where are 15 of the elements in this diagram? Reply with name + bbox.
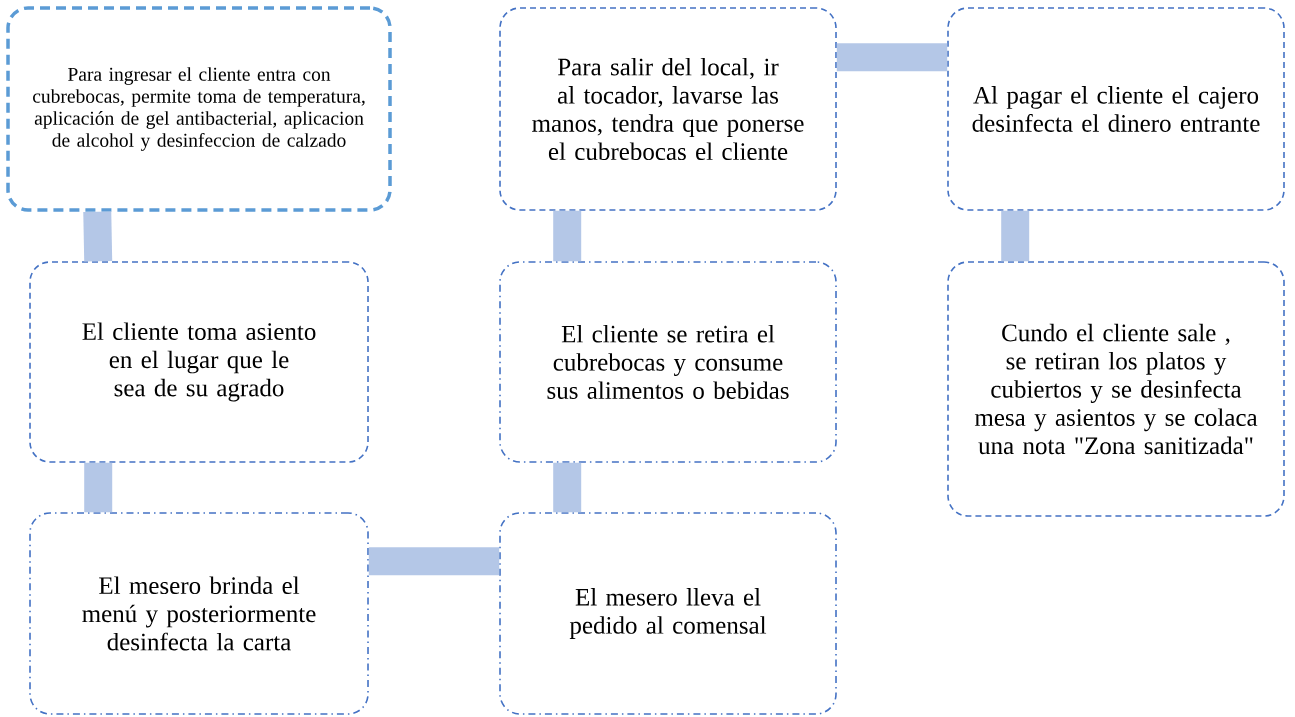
process-box: Para ingresar el cliente entra con cubrebocas, permite toma de temperatura, aplicación de gel antibacterial, aplicacion de alcohol y desinfeccion de calzado [6, 6, 392, 212]
connector-bar [368, 547, 500, 576]
connector-bar [83, 211, 113, 262]
connector-bar [553, 462, 582, 513]
process-box: Al pagar el cliente el cajero desinfecta el dinero entrante [947, 7, 1285, 211]
process-box: El mesero brinda el menú y posteriormente desinfecta la carta [29, 512, 369, 715]
connector-bar [836, 43, 948, 72]
process-box: Para salir del local, ir al tocador, lavarse las manos, tendra que ponerse el cubrebocas el cliente [499, 7, 837, 211]
process-box: El cliente toma asiento en el lugar que le sea de su agrado [29, 261, 369, 463]
process-box: Cundo el cliente sale , se retiran los platos y cubiertos y se desinfecta mesa y asientos y se colaca una nota "Zona sanitizada" [947, 261, 1285, 517]
connector-bar [1001, 210, 1030, 262]
process-box: El cliente se retira el cubrebocas y consume sus alimentos o bebidas [499, 261, 837, 463]
connector-bar [553, 210, 582, 262]
process-box: El mesero lleva el pedido al comensal [499, 512, 837, 715]
connector-bar [84, 462, 113, 513]
